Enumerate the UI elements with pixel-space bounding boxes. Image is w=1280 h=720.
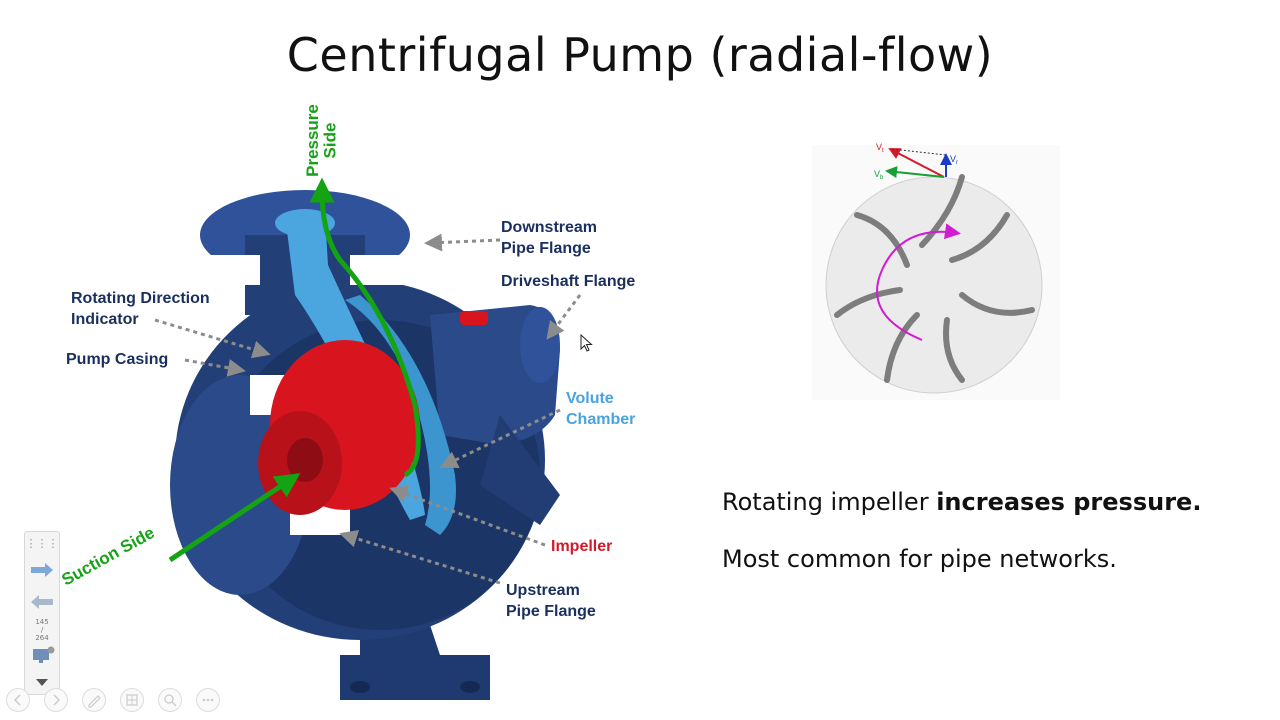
presenter-screen-icon[interactable] [25,646,59,666]
slide-navigator-panel: ⋮⋮⋮ 145 / 264 [24,531,60,695]
pointer-downstream [424,233,501,252]
label-driveshaft-flange: Driveshaft Flange [501,273,636,290]
driveshaft-cap [460,311,488,325]
next-slide-arrow-icon[interactable] [25,562,59,578]
next-button[interactable] [44,688,68,712]
grid-icon[interactable]: ⋮⋮⋮ [25,538,59,550]
page-current: 145 [35,618,49,626]
label-upstream-pipe-flange: Upstream Pipe Flange [506,580,596,622]
prev-button[interactable] [6,688,30,712]
pump-foot-bolt [460,681,480,693]
pen-icon [88,695,101,708]
pointer-upstream [339,529,501,585]
page-total: 264 [35,634,49,642]
label-upstream-line2: Pipe Flange [506,603,596,620]
label-downstream-line1: Downstream [501,219,598,236]
previous-slide-arrow-icon[interactable] [25,594,59,610]
page-separator: / [40,626,44,634]
label-pump-casing: Pump Casing [66,351,169,368]
impeller-circle [825,176,1043,394]
impeller-eye [287,438,323,482]
bullet-line-2: Most common for pipe networks. [722,545,1117,573]
velocity-label-b: Vb [874,169,884,181]
more-dots-icon [202,698,214,702]
impeller-velocity-diagram: Vt Vr Vb [812,142,1060,400]
magnifier-icon [164,694,177,707]
mouse-cursor-icon [580,334,593,352]
label-upstream-line1: Upstream [506,582,580,599]
volute-chamber-outer [345,295,456,535]
slides-grid-icon [126,694,138,706]
label-volute-line2: Chamber [566,411,636,428]
zoom-button[interactable] [158,688,182,712]
pump-foot-bolt [350,681,370,693]
label-rotating-direction-indicator: Rotating Direction Indicator [71,288,210,330]
slide-title: Centrifugal Pump (radial-flow) [286,28,994,82]
label-rotating-line1: Rotating Direction [71,290,210,307]
impeller-vane [884,312,920,383]
pointer-volute [439,408,561,468]
pump-bracket [480,415,560,525]
impeller-vane [959,292,1035,316]
velocity-dashed-line [891,148,947,156]
pointer-driveshaft [546,294,582,340]
impeller-vane [943,317,965,383]
label-downstream-line2: Pipe Flange [501,240,591,257]
chevron-down-icon[interactable] [25,676,59,688]
chevron-left-icon [13,694,21,706]
bullet-line-1-bold: increases pressure. [936,488,1202,516]
impeller-vane [919,174,965,248]
slides-button[interactable] [120,688,144,712]
impeller-vane [854,212,910,268]
velocity-label-t: Vt [876,142,884,154]
bullet-line-1-prefix: Rotating impeller [722,488,937,516]
pump-cutaway-illustration [154,177,582,700]
more-options-button[interactable] [196,688,220,712]
chevron-right-icon [53,694,61,706]
velocity-vector-t [888,148,945,178]
impeller-vane [949,212,1010,263]
label-downstream-pipe-flange: Downstream Pipe Flange [501,217,597,259]
label-volute-line1: Volute [566,390,614,407]
pointer-impeller [389,485,546,547]
label-rotating-line2: Indicator [71,311,139,328]
pointer-casing [184,358,246,377]
presentation-toolbar [6,688,246,714]
impeller-vanes [834,174,1035,383]
bullet-line-1: Rotating impeller increases pressure. [722,488,1201,516]
flow-arrow-suction [168,473,301,563]
driveshaft-flange [520,307,560,383]
pen-button[interactable] [82,688,106,712]
label-impeller: Impeller [551,538,613,555]
page-counter: 145 / 264 [25,618,59,642]
flow-arrow-pressure [309,177,421,478]
velocity-label-r: Vr [950,154,958,166]
pointer-rotating [154,318,271,359]
discharge-flange-cut [200,255,260,285]
label-pressure-line2: Side [320,122,340,159]
label-volute-chamber: Volute Chamber [566,388,635,430]
velocity-vector-b [885,166,945,179]
label-pressure-side: Pressure Side [296,100,344,182]
discharge-flange-cut [350,255,410,285]
rotation-direction-arrow [876,223,961,341]
impeller-vane [834,287,903,318]
